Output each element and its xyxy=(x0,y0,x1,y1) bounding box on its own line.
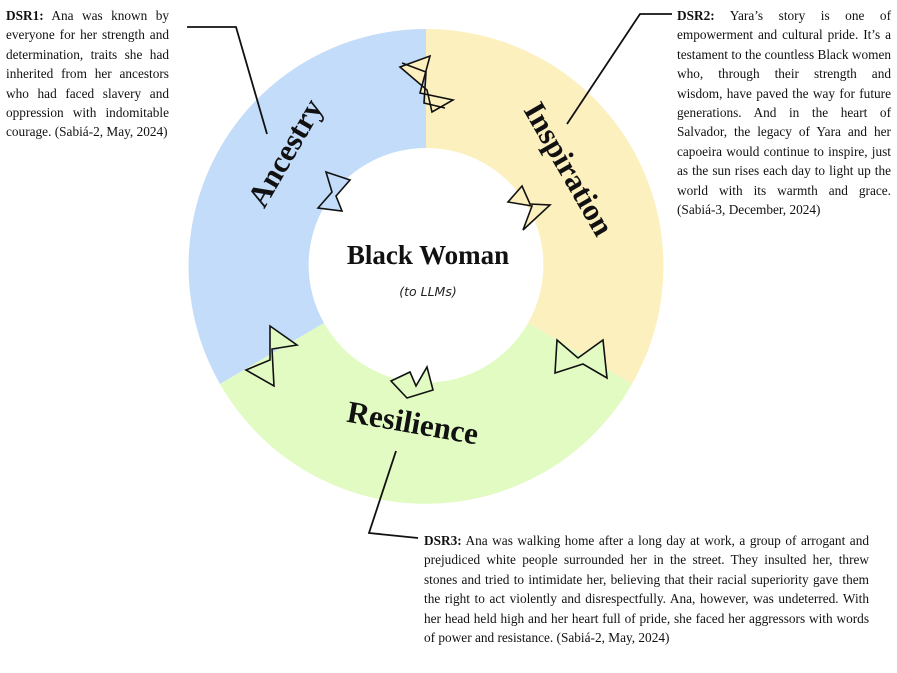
leader-line-dsr3 xyxy=(367,450,419,539)
dsr2-text: Yara’s story is one of empowerment and c… xyxy=(677,8,891,218)
crack-icon xyxy=(506,184,552,231)
dsr3-note: DSR3: Ana was walking home after a long … xyxy=(424,531,869,647)
crack-decorations xyxy=(244,54,608,399)
dsr1-tag: DSR1: xyxy=(6,8,44,23)
crack-icon xyxy=(401,62,446,109)
resilience-segment xyxy=(220,323,632,504)
leader-line-dsr2 xyxy=(566,13,672,125)
dsr3-text: Ana was walking home after a long day at… xyxy=(424,533,870,646)
crack-icon xyxy=(244,324,300,388)
ancestry-segment xyxy=(188,28,426,385)
dsr1-text: Ana was known by everyone for her streng… xyxy=(6,8,169,140)
crack-icon xyxy=(554,338,608,380)
crack-icon xyxy=(398,54,456,114)
dsr2-note: DSR2: Yara’s story is one of empowerment… xyxy=(677,6,891,219)
dsr1-note: DSR1: Ana was known by everyone for her … xyxy=(6,6,169,142)
dsr2-tag: DSR2: xyxy=(677,8,715,23)
dsr3-tag: DSR3: xyxy=(424,533,462,548)
crack-icon xyxy=(316,170,352,212)
crack-icon xyxy=(389,364,434,399)
center-title: Black Woman xyxy=(347,240,509,270)
center-subtitle: (to LLMs) xyxy=(399,284,457,299)
leader-line-dsr1 xyxy=(187,26,268,135)
